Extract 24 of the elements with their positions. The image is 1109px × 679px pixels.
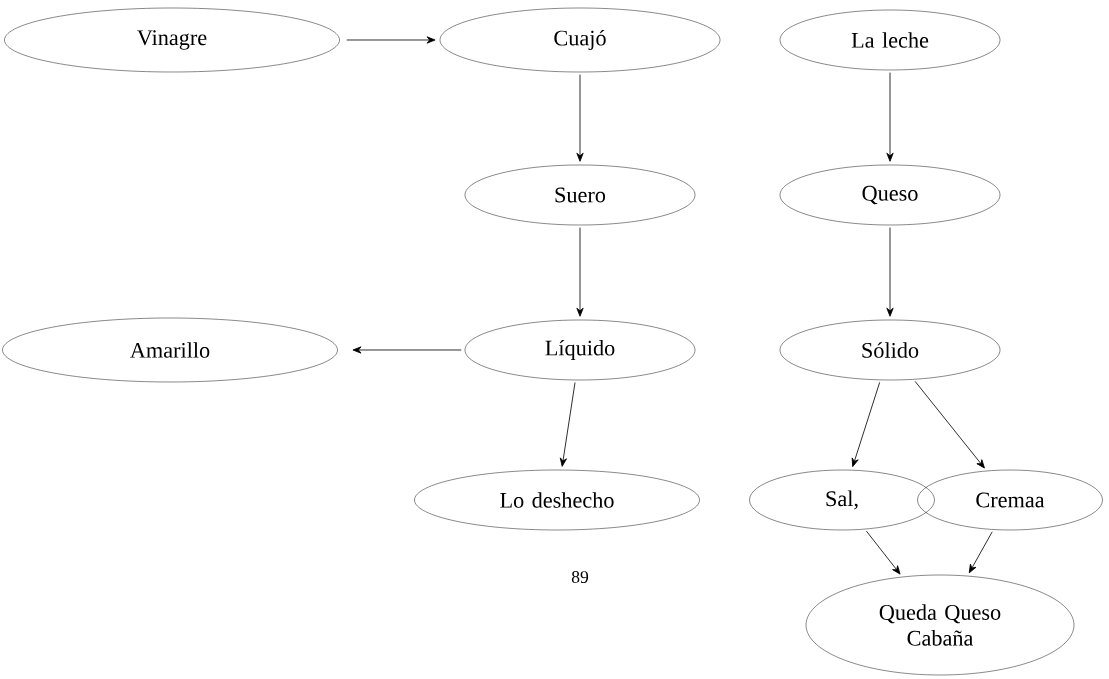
ellipse-node: Sólido	[779, 319, 1001, 381]
ellipse-node: Suero	[464, 164, 696, 226]
arrow	[576, 227, 584, 317]
ellipse-node: Sal,	[749, 469, 935, 531]
ellipse-node: Cuajó	[439, 7, 721, 73]
ellipse-node: Queda Queso Cabaña	[805, 574, 1075, 676]
ellipse-node: Líquido	[464, 319, 696, 381]
arrow	[576, 74, 584, 162]
arrow	[346, 36, 436, 44]
arrow	[352, 346, 462, 354]
arrow	[914, 380, 985, 469]
ellipse-node: Cremaa	[917, 469, 1103, 531]
arrow	[851, 381, 881, 468]
ellipse-node: Amarillo	[2, 317, 338, 383]
arrow	[559, 382, 576, 467]
page-number: 89	[571, 571, 589, 583]
ellipse-node: Queso	[779, 164, 1001, 226]
arrow	[886, 72, 894, 162]
ellipse-node: Vinagre	[4, 7, 340, 73]
arrow	[968, 531, 993, 574]
ellipse-node: Lo deshecho	[414, 469, 700, 531]
arrow	[866, 530, 901, 575]
ellipse-node: La leche	[779, 9, 1001, 71]
arrow	[886, 227, 894, 317]
